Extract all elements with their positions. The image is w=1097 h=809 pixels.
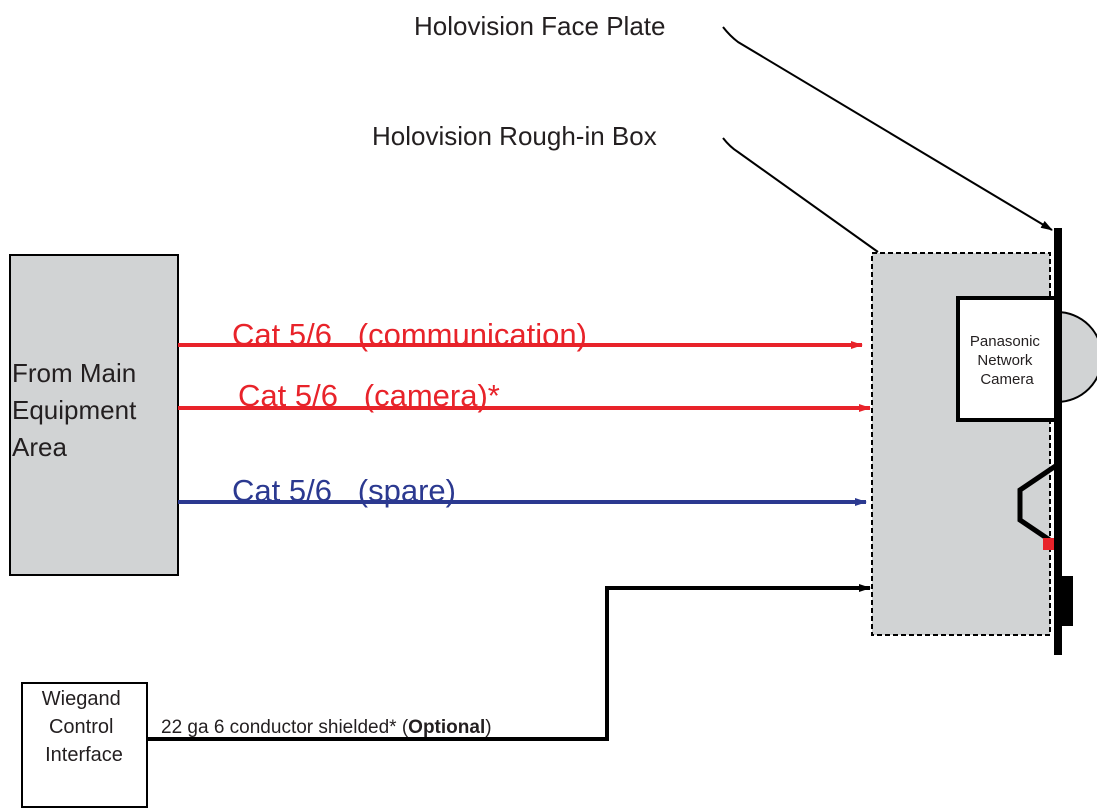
communication-cable-label: Cat 5/6 (communication) <box>232 317 587 352</box>
camera-label: Panasonic Network Camera <box>970 333 1044 388</box>
face-plate-leader <box>722 26 1053 231</box>
camera-dome <box>1056 310 1097 404</box>
red-indicator <box>1043 538 1057 550</box>
wiegand-cable-label: 22 ga 6 conductor shielded* (Optional) <box>161 717 492 738</box>
speaker-bracket <box>1017 462 1059 548</box>
camera-cable-label: Cat 5/6 (camera)* <box>238 378 500 413</box>
main-equipment-label: From Main Equipment Area <box>12 358 144 462</box>
wiegand-label: Wiegand Control Interface <box>42 688 127 766</box>
rough-in-leader <box>722 137 879 253</box>
spare-cable-label: Cat 5/6 (spare) <box>232 473 456 508</box>
camera-box <box>956 296 1058 422</box>
rough-in-callout: Holovision Rough-in Box <box>372 121 657 151</box>
main-equipment-box <box>9 254 179 576</box>
face-plate-button <box>1060 576 1073 626</box>
face-plate <box>1054 228 1062 655</box>
face-plate-callout: Holovision Face Plate <box>414 11 665 41</box>
wiegand-cable <box>147 584 871 741</box>
wiegand-box <box>21 682 148 808</box>
